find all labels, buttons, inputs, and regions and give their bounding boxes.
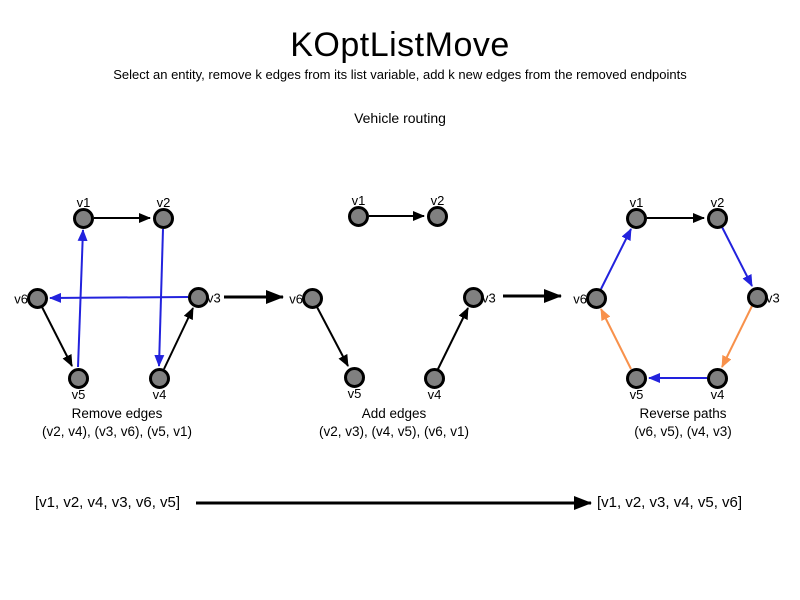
node-label: v2 (710, 195, 725, 210)
caption-detail: (v2, v4), (v3, v6), (v5, v1) (41, 424, 193, 439)
caption-title: Remove edges (71, 406, 163, 421)
node-label: v5 (71, 387, 86, 402)
edge-g3-v3-v4 (721, 305, 753, 368)
page-subtitle: Select an entity, remove k edges from it… (113, 67, 687, 82)
node-label: v5 (629, 387, 644, 402)
context-label: Vehicle routing (354, 110, 446, 126)
edge-g2-v6-v5 (316, 306, 349, 367)
graph-remove-edges-edges (41, 213, 194, 370)
g1-node-v1: v1 (73, 195, 94, 229)
node-label: v2 (156, 195, 171, 210)
graph-add-edges-edges (316, 211, 469, 370)
node-label: v4 (152, 387, 167, 402)
g3-node-v5: v5 (626, 368, 647, 402)
edge-g2-v4-v3 (437, 307, 469, 370)
g2-node-v6: v6 (289, 288, 323, 309)
g1-node-v3: v3 (188, 287, 221, 308)
caption-title: Add edges (361, 406, 427, 421)
g3-node-v2: v2 (707, 195, 728, 229)
list-after: [v1, v2, v3, v4, v5, v6] (597, 494, 743, 511)
g1-node-v6: v6 (14, 288, 48, 309)
g2-node-v1: v1 (348, 193, 369, 227)
g2-node-v4: v4 (424, 368, 445, 402)
node-label: v3 (207, 290, 221, 305)
g1-node-v2: v2 (153, 195, 174, 229)
g3-node-v4: v4 (707, 368, 728, 402)
edge-g1-v4-v3 (163, 307, 194, 370)
node-label: v2 (430, 193, 445, 208)
node-label: v5 (347, 386, 362, 401)
caption-remove-edges: Remove edges (v2, v4), (v3, v6), (v5, v1… (7, 405, 227, 441)
node-label: v4 (710, 387, 725, 402)
node-label: v1 (351, 193, 366, 208)
edge-g1-v5-v1 (77, 229, 88, 368)
g1-node-v5: v5 (68, 368, 89, 402)
g2-node-v2: v2 (427, 193, 448, 227)
edge-g3-v5-v6 (600, 308, 632, 370)
caption-title: Reverse paths (639, 406, 727, 421)
edge-g3-v2-v3 (721, 226, 753, 287)
edge-g3-v6-v1 (600, 228, 632, 290)
g2-node-v3: v3 (463, 287, 496, 308)
g1-node-v4: v4 (149, 368, 170, 402)
edge-g1-v6-v5 (41, 306, 73, 367)
node-label: v4 (427, 387, 442, 402)
node-label: v3 (766, 290, 780, 305)
caption-reverse-paths: Reverse paths (v6, v5), (v4, v3) (573, 405, 793, 441)
caption-detail: (v2, v3), (v4, v5), (v6, v1) (318, 424, 470, 439)
page-title: KOptListMove (290, 26, 510, 64)
node-label: v1 (629, 195, 644, 210)
node-label: v1 (76, 195, 91, 210)
node-label: v6 (573, 291, 587, 306)
g3-node-v3: v3 (747, 287, 780, 308)
caption-add-edges: Add edges (v2, v3), (v4, v5), (v6, v1) (284, 405, 504, 441)
edge-g1-v3-v6 (49, 292, 189, 303)
caption-detail: (v6, v5), (v4, v3) (634, 424, 732, 439)
g3-node-v6: v6 (573, 288, 607, 309)
node-label: v3 (482, 290, 496, 305)
list-before: [v1, v2, v4, v3, v6, v5] (35, 494, 181, 511)
node-label: v6 (289, 291, 303, 306)
graph-reverse-paths-edges (600, 213, 753, 383)
node-label: v6 (14, 291, 28, 306)
g3-node-v1: v1 (626, 195, 647, 229)
g2-node-v5: v5 (344, 367, 365, 401)
